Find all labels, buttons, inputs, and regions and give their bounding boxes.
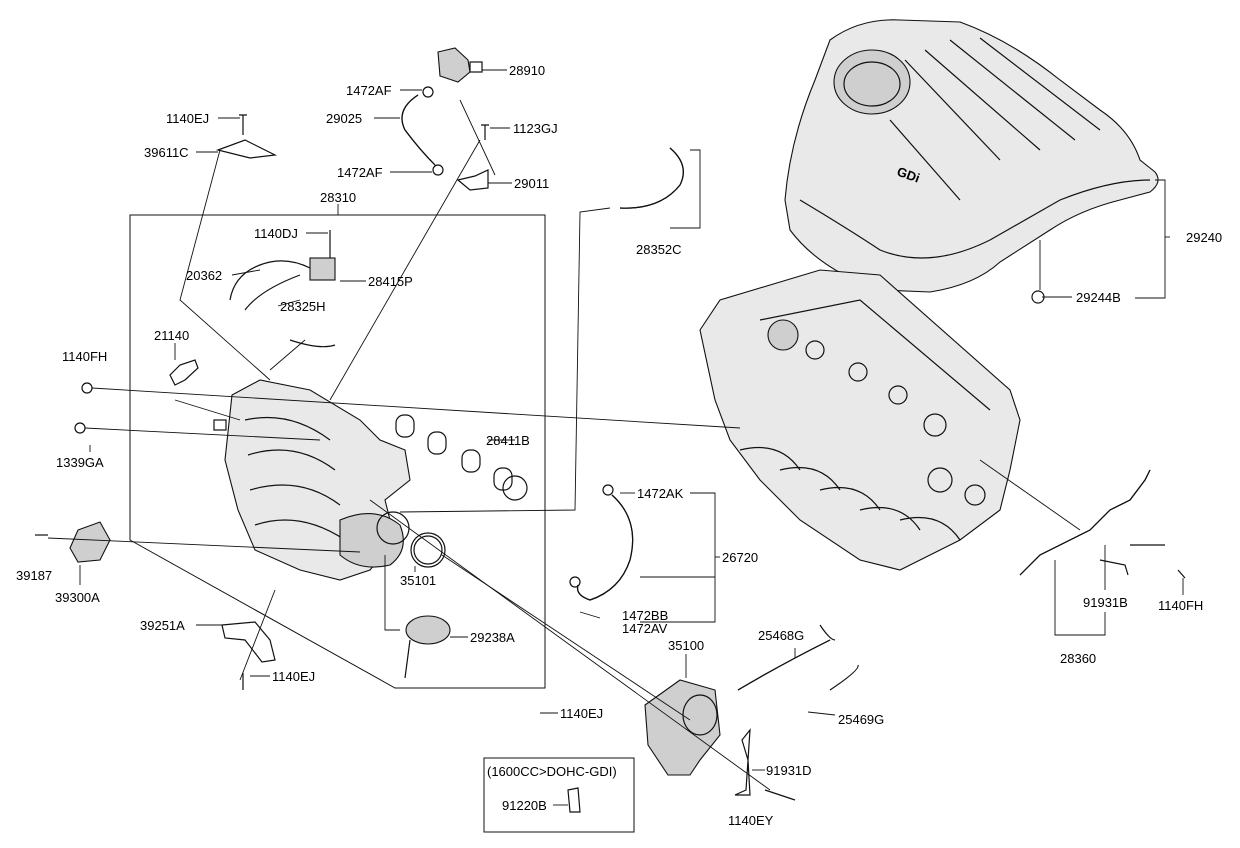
cylinder-head-drawing [699, 269, 1021, 571]
label-26720[interactable]: 26720 [722, 550, 758, 565]
label-28910[interactable]: 28910 [509, 63, 545, 78]
label-35101[interactable]: 35101 [400, 573, 436, 588]
label-1140EJ-b[interactable]: 1140EJ [272, 669, 315, 684]
label-1472AV[interactable]: 1472AV [622, 621, 668, 636]
label-28415P[interactable]: 28415P [368, 274, 413, 289]
label-35100[interactable]: 35100 [668, 638, 704, 653]
label-1472AK[interactable]: 1472AK [637, 486, 684, 501]
label-1140FH-b[interactable]: 1140FH [1158, 598, 1203, 613]
label-91931B[interactable]: 91931B [1083, 595, 1128, 610]
label-20362[interactable]: 20362 [186, 268, 222, 283]
label-39187[interactable]: 39187 [16, 568, 52, 583]
engine-cover-drawing: GDi [784, 19, 1159, 293]
label-28352C[interactable]: 28352C [636, 242, 682, 257]
label-1140EY[interactable]: 1140EY [728, 813, 774, 828]
label-1140FH-a[interactable]: 1140FH [62, 349, 107, 364]
small-parts-drawing [35, 47, 1186, 801]
cover-logo-text: GDi [895, 164, 922, 186]
label-29238A[interactable]: 29238A [470, 630, 515, 645]
label-28360[interactable]: 28360 [1060, 651, 1096, 666]
variant-box-title: (1600CC>DOHC-GDI) [487, 764, 617, 779]
label-29025[interactable]: 29025 [326, 111, 362, 126]
intake-manifold-group-box [129, 214, 546, 689]
part-labels: 28910 1472AF 29025 1140EJ 1123GJ 39611C … [16, 63, 1222, 828]
label-91220B[interactable]: 91220B [502, 798, 547, 813]
label-1339GA[interactable]: 1339GA [56, 455, 104, 470]
label-1123GJ[interactable]: 1123GJ [513, 121, 558, 136]
intake-manifold-drawing [213, 379, 411, 581]
label-28325H[interactable]: 28325H [280, 299, 326, 314]
label-28310[interactable]: 28310 [320, 190, 356, 205]
label-25469G[interactable]: 25469G [838, 712, 884, 727]
label-1472AF-a[interactable]: 1472AF [346, 83, 392, 98]
label-25468G[interactable]: 25468G [758, 628, 804, 643]
label-1140EJ-c[interactable]: 1140EJ [560, 706, 603, 721]
label-39611C[interactable]: 39611C [144, 145, 189, 160]
leader-lines [47, 69, 1184, 791]
label-39300A[interactable]: 39300A [55, 590, 100, 605]
label-1472BB[interactable]: 1472BB [622, 608, 668, 623]
label-29240[interactable]: 29240 [1186, 230, 1222, 245]
label-1140EJ-a[interactable]: 1140EJ [166, 111, 209, 126]
label-39251A[interactable]: 39251A [140, 618, 185, 633]
label-29244B[interactable]: 29244B [1076, 290, 1121, 305]
label-29011[interactable]: 29011 [514, 176, 549, 191]
label-28411B[interactable]: 28411B [486, 433, 530, 448]
label-91931D[interactable]: 91931D [766, 763, 812, 778]
variant-box [483, 757, 635, 833]
label-21140[interactable]: 21140 [154, 328, 189, 343]
label-1472AF-b[interactable]: 1472AF [337, 165, 383, 180]
label-1140DJ[interactable]: 1140DJ [254, 226, 298, 241]
